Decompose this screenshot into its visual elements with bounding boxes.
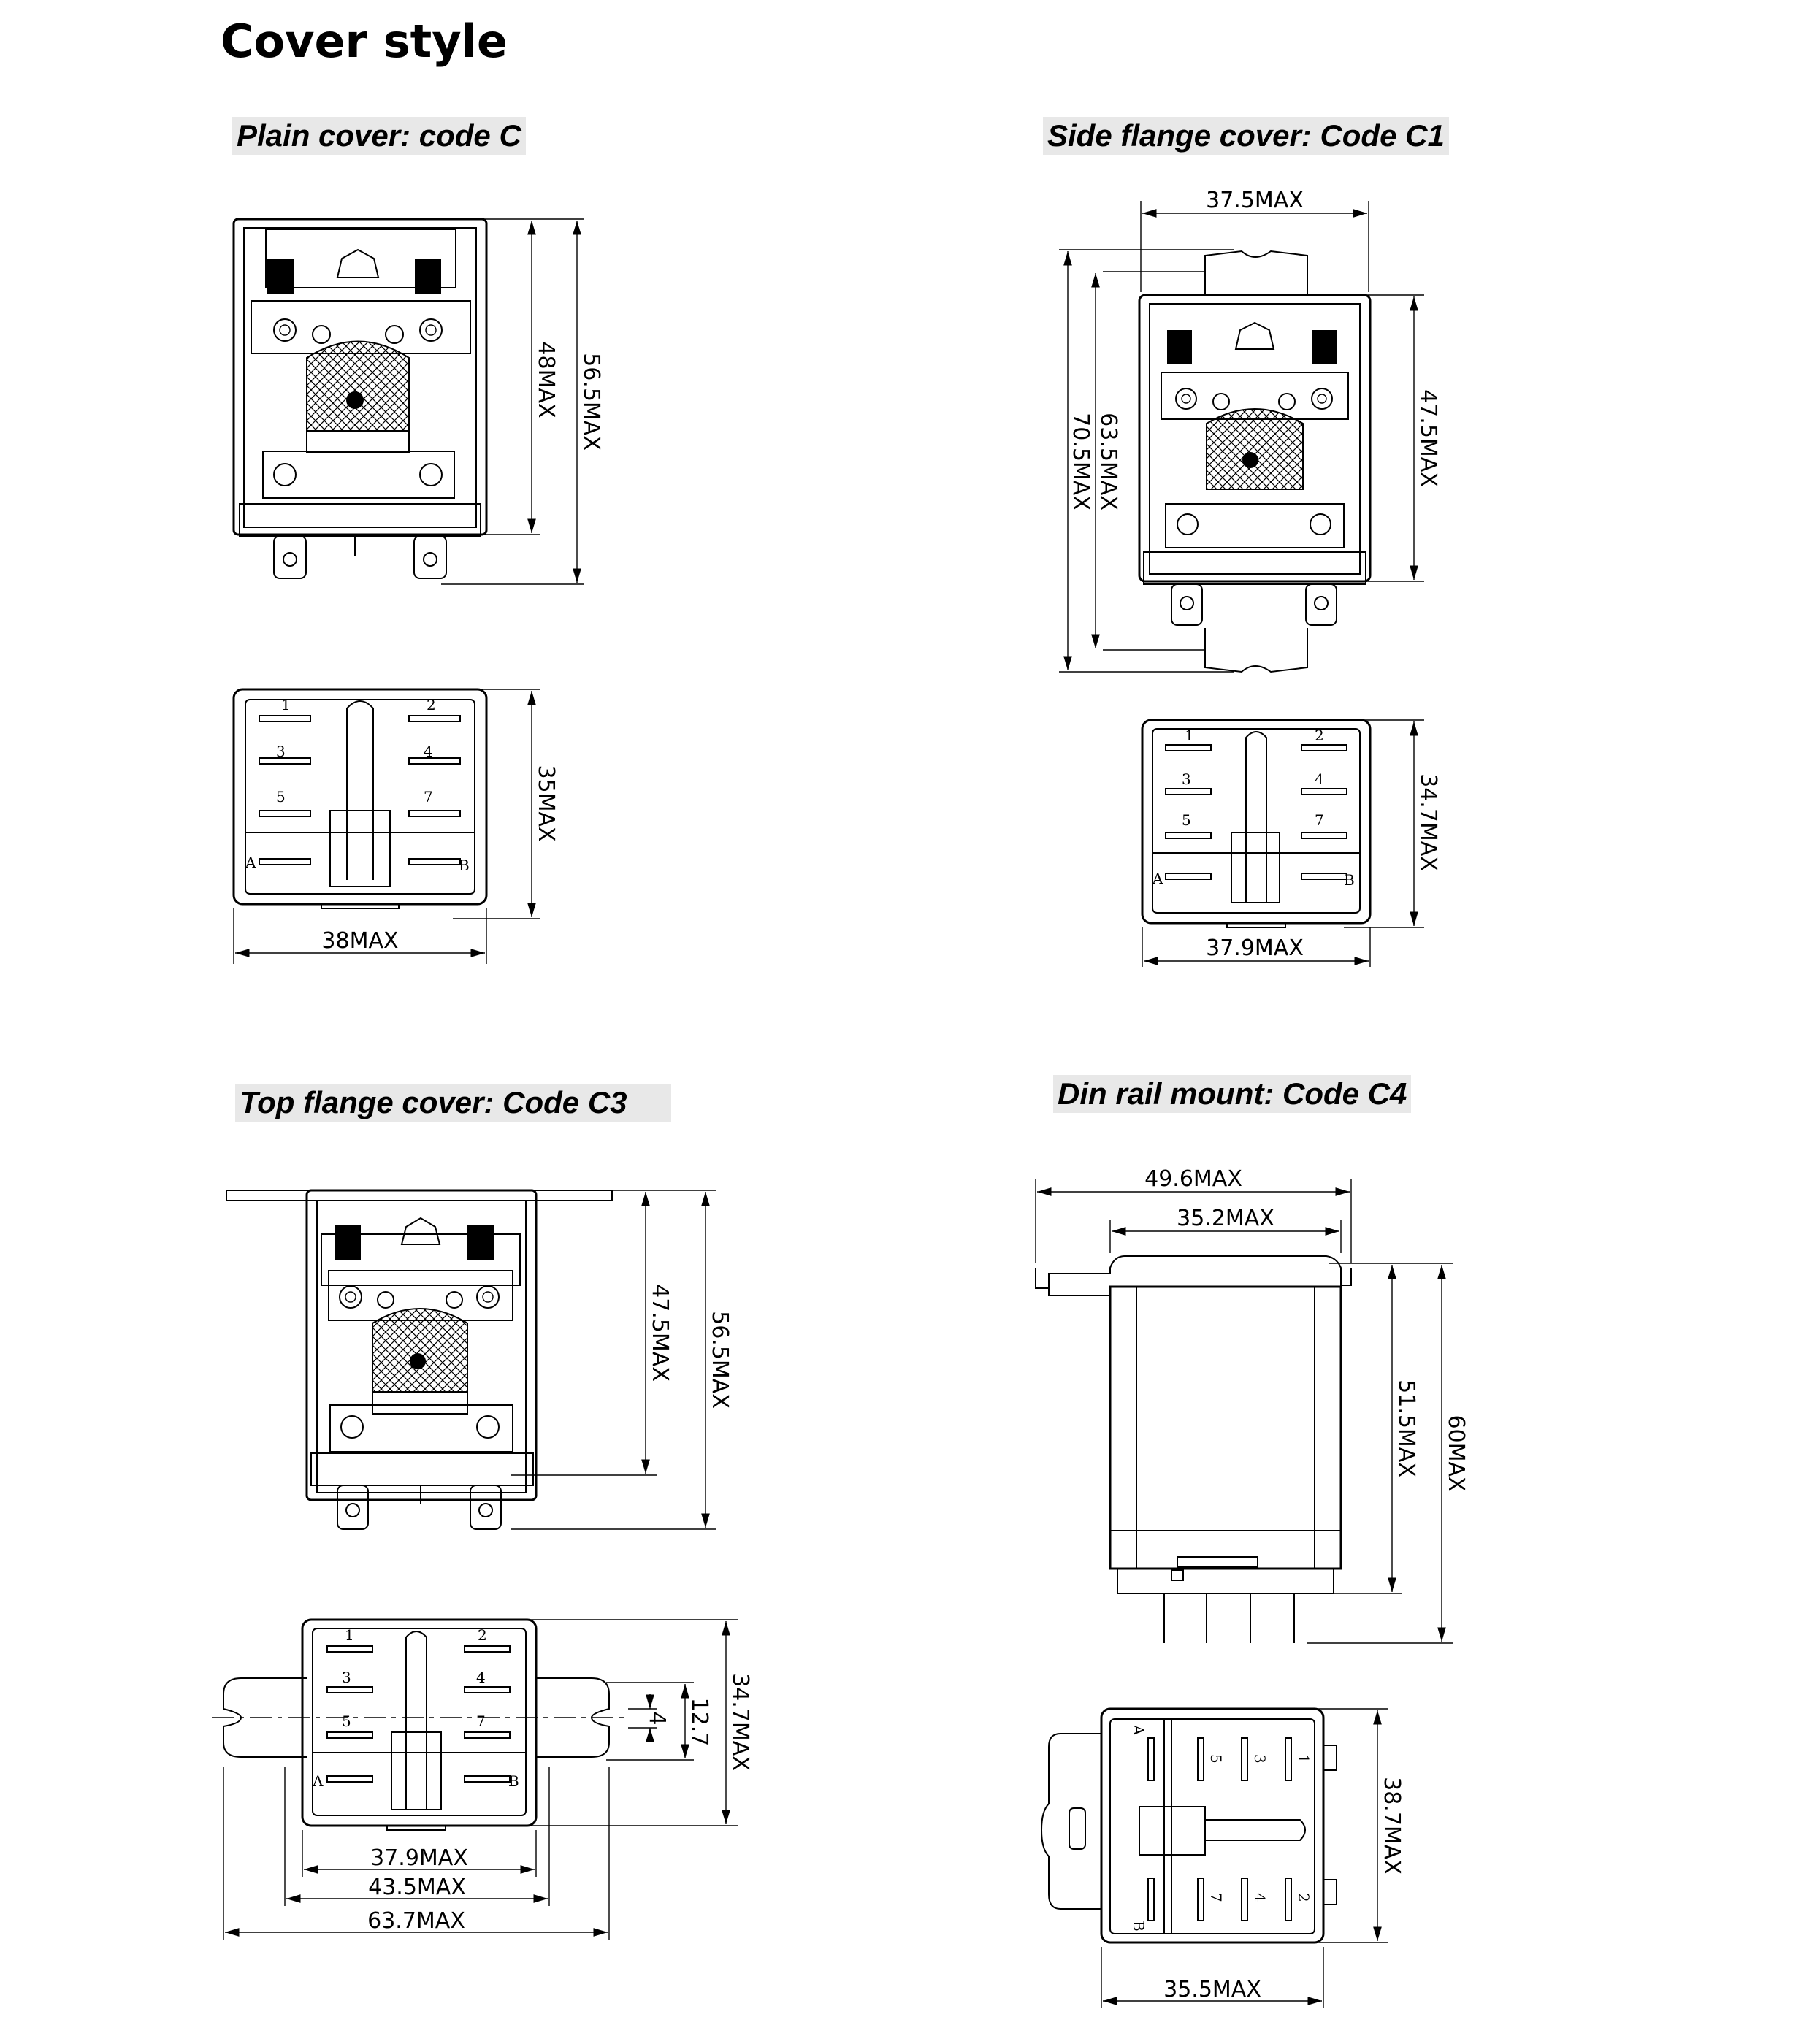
pin-7: 7 (1207, 1893, 1225, 1902)
dim-top-56-5: 56.5MAX (707, 1311, 733, 1409)
pin-7: 7 (424, 788, 433, 805)
dim-side-70-5: 70.5MAX (1068, 413, 1093, 510)
side-flange-cover-title: Side flange cover: Code C1 (1043, 117, 1449, 155)
din-rail-side-view (1035, 1179, 1453, 1644)
dim-side-37-9: 37.9MAX (1206, 935, 1304, 961)
pin-3: 3 (276, 743, 286, 760)
pin-3: 3 (1251, 1754, 1269, 1764)
dim-side-47-5: 47.5MAX (1415, 389, 1441, 487)
dim-top-12-7: 12.7 (687, 1698, 712, 1747)
pin-5: 5 (1182, 811, 1191, 829)
pin-5: 5 (1207, 1754, 1225, 1764)
pin-5: 5 (276, 788, 286, 805)
dim-top-63-7: 63.7MAX (367, 1908, 465, 1934)
pin-7: 7 (476, 1712, 486, 1730)
dim-top-34-7: 34.7MAX (727, 1673, 753, 1771)
dim-din-35-2: 35.2MAX (1177, 1206, 1274, 1231)
dim-din-51-5: 51.5MAX (1394, 1379, 1419, 1477)
top-flange-cover-title: Top flange cover: Code C3 (235, 1084, 671, 1122)
pin-1: 1 (1295, 1754, 1312, 1764)
pin-b: B (1130, 1921, 1147, 1932)
dim-top-43-5: 43.5MAX (368, 1875, 466, 1900)
top-flange-front-view (226, 1189, 716, 1530)
terminal-block-left (267, 259, 294, 294)
dim-side-37-5: 37.5MAX (1206, 188, 1304, 213)
dim-plain-38: 38MAX (321, 928, 398, 954)
pin-2: 2 (1315, 727, 1324, 744)
terminal-block-left (335, 1225, 361, 1260)
dim-top-47-5: 47.5MAX (647, 1284, 673, 1382)
side-flange-front-view (1059, 201, 1424, 673)
terminal-block-left (1167, 330, 1192, 364)
dim-side-63-5: 63.5MAX (1096, 413, 1121, 510)
dim-top-37-9: 37.9MAX (370, 1845, 468, 1871)
top-flange-bottom-view (212, 1618, 738, 1940)
pin-a: A (1152, 870, 1163, 887)
pin-1: 1 (281, 696, 291, 713)
dim-din-49-6: 49.6MAX (1144, 1166, 1242, 1192)
plain-cover-title: Plain cover: code C (232, 117, 526, 155)
pin-7: 7 (1315, 811, 1324, 829)
pin-4: 4 (424, 743, 433, 760)
plain-cover-bottom-view (232, 688, 540, 964)
page-title: Cover style (221, 15, 508, 68)
terminal-block-right (467, 1225, 494, 1260)
pin-4: 4 (1315, 770, 1324, 788)
terminal-block-right (1312, 330, 1337, 364)
pin-3: 3 (1182, 770, 1191, 788)
pin-2: 2 (1295, 1893, 1312, 1902)
pin-3: 3 (342, 1669, 351, 1686)
pin-a: A (312, 1772, 324, 1790)
din-rail-mount-title: Din rail mount: Code C4 (1053, 1075, 1412, 1113)
pin-1: 1 (1185, 727, 1194, 744)
pin-a: A (245, 854, 256, 871)
pin-4: 4 (1251, 1893, 1269, 1902)
pin-5: 5 (342, 1712, 351, 1730)
dim-top-4: 4 (644, 1711, 670, 1725)
dim-din-60: 60MAX (1443, 1415, 1469, 1491)
dim-side-34-7: 34.7MAX (1415, 773, 1441, 871)
pin-b: B (508, 1772, 519, 1790)
pin-a: A (1130, 1724, 1147, 1736)
plain-cover-front-view (232, 218, 584, 585)
pin-2: 2 (478, 1626, 487, 1644)
dim-din-38-7: 38.7MAX (1379, 1777, 1404, 1875)
pin-b: B (1344, 871, 1355, 889)
dim-plain-56-5: 56.5MAX (578, 353, 604, 451)
pin-b: B (459, 857, 470, 874)
dim-din-35-5: 35.5MAX (1163, 1977, 1261, 2002)
dim-plain-48: 48MAX (533, 341, 559, 418)
dim-plain-35: 35MAX (533, 765, 559, 841)
side-flange-bottom-view (1141, 719, 1424, 967)
terminal-block-right (415, 259, 441, 294)
pin-2: 2 (427, 696, 436, 713)
pin-1: 1 (345, 1626, 354, 1644)
pin-4: 4 (476, 1669, 486, 1686)
din-rail-bottom-view (1040, 1707, 1388, 2008)
